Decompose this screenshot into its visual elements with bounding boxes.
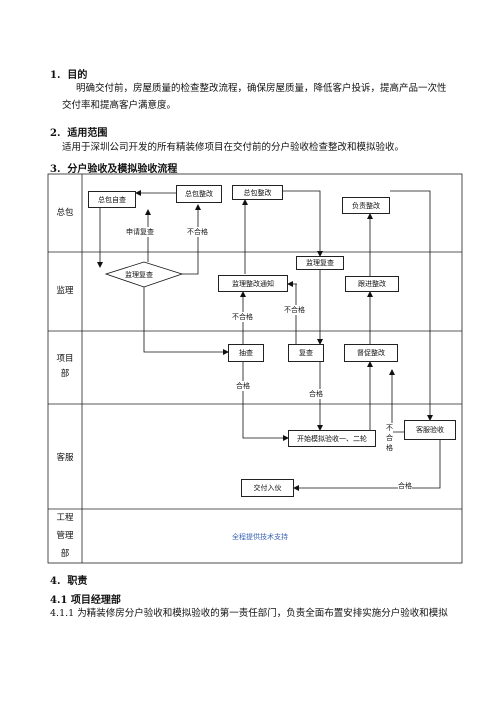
box-jianli-fucha-diamond: 监理复查 bbox=[125, 271, 153, 279]
section-4-1-1-text: 4.1.1 为精装修房分户验收和模拟验收的第一责任部门，负责全面布置安排实施分户… bbox=[50, 608, 448, 619]
lane-kefu: 客服 bbox=[56, 453, 74, 463]
box-zongbao-zhenggai-1: 总包整改 bbox=[176, 185, 222, 203]
box-jiaofu-ruhuo: 交付入伙 bbox=[241, 479, 294, 497]
box-kefu-yanshou: 客服验收 bbox=[404, 420, 456, 440]
box-kaizhan-moni-yanshou: 开始模拟验收一、二轮 bbox=[288, 430, 376, 447]
lane-jianli: 监理 bbox=[56, 286, 74, 296]
label-hege-3: 合格 bbox=[398, 481, 412, 491]
section-1-text-line1: 明确交付前，房屋质量的检查整改流程，确保房屋质量，降低客户投诉，提高产品一次性 bbox=[76, 83, 447, 94]
lane-zongbao: 总包 bbox=[56, 208, 74, 218]
label-buhege-1: 不合格 bbox=[187, 227, 208, 237]
lane-gongcheng-2: 管理 bbox=[56, 531, 74, 541]
label-buhege-vertical: 不 合 格 bbox=[386, 423, 393, 453]
box-fucha: 复查 bbox=[288, 344, 324, 362]
box-jianli-fucha: 监理复查 bbox=[296, 256, 344, 270]
box-zongbao-zhenggai-2: 总包整改 bbox=[232, 185, 283, 200]
label-buhege-3: 不合格 bbox=[232, 312, 253, 322]
section-2-text: 适用于深圳公司开发的所有精装修项目在交付前的分户验收检查整改和模拟验收。 bbox=[62, 142, 405, 153]
box-choucha: 抽查 bbox=[228, 344, 264, 362]
section-1-text-line2: 交付率和提高客户满意度。 bbox=[62, 100, 177, 111]
label-buhege-2: 不合格 bbox=[284, 305, 305, 315]
support-text: 全程提供技术支持 bbox=[232, 533, 288, 541]
label-hege-2: 合格 bbox=[309, 389, 323, 399]
lane-xiangmu-1: 项目 bbox=[56, 354, 74, 364]
label-hege-1: 合格 bbox=[236, 381, 250, 391]
section-4-1-heading: 4.1 项目经理部 bbox=[50, 595, 121, 606]
lane-xiangmu-2: 部 bbox=[60, 369, 70, 379]
section-4-heading: 4. 职责 bbox=[50, 576, 88, 587]
section-1-heading: 1. 目的 bbox=[50, 70, 88, 81]
box-genjin-zhenggai: 跟进整改 bbox=[345, 276, 399, 292]
box-zongbao-zijian: 总包自查 bbox=[88, 191, 136, 208]
lane-gongcheng-3: 部 bbox=[60, 549, 70, 559]
box-fuze-zhenggai: 负责整改 bbox=[342, 197, 390, 214]
box-ducu-zhenggai: 督促整改 bbox=[344, 344, 398, 362]
label-shenqing-fucha: 申请复查 bbox=[126, 227, 154, 237]
box-jianli-zhenggai-tongzhi: 监理整改通知 bbox=[218, 275, 288, 292]
section-2-heading: 2. 适用范围 bbox=[50, 128, 108, 139]
lane-gongcheng-1: 工程 bbox=[56, 513, 74, 523]
section-3-heading: 3. 分户验收及模拟验收流程 bbox=[50, 164, 178, 175]
